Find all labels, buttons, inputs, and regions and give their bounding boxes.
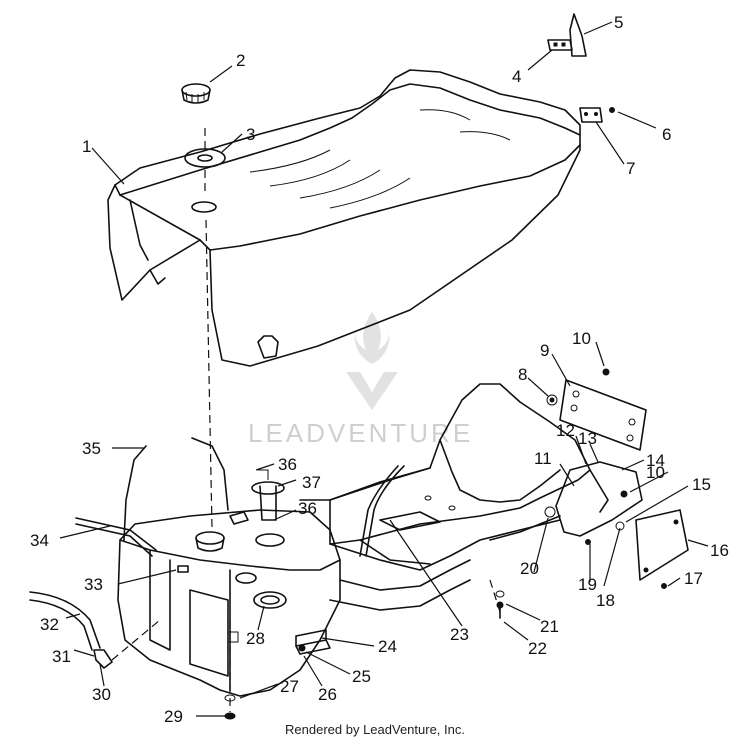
callout-20: 20 — [520, 559, 539, 578]
callout-4: 4 — [512, 67, 521, 86]
seat — [107, 69, 581, 367]
callout-5: 5 — [614, 13, 623, 32]
callout-29: 29 — [164, 707, 183, 726]
hoses — [29, 437, 405, 669]
callout-30: 30 — [92, 685, 111, 704]
callout-1: 1 — [82, 137, 91, 156]
callout-16: 16 — [710, 541, 729, 560]
callout-27: 27 — [280, 677, 299, 696]
callout-35: 35 — [82, 439, 101, 458]
callout-37: 37 — [302, 473, 321, 492]
rear-mount-brackets — [544, 368, 689, 589]
callout-28: 28 — [246, 629, 265, 648]
callout-9: 9 — [540, 341, 549, 360]
watermark-text: LEADVENTURE — [248, 418, 473, 448]
callout-25: 25 — [352, 667, 371, 686]
callout-26: 26 — [318, 685, 337, 704]
callout-14: 14 — [646, 451, 665, 470]
callout-24: 24 — [378, 637, 397, 656]
callout-34: 34 — [30, 531, 49, 550]
callout-8: 8 — [518, 365, 527, 384]
callout-18: 18 — [596, 591, 615, 610]
tank-hardware — [224, 590, 505, 720]
callout-23: 23 — [450, 625, 469, 644]
frame — [299, 383, 591, 611]
callout-32: 32 — [40, 615, 59, 634]
rear-bracket — [547, 13, 615, 123]
callout-12: 12 — [556, 421, 575, 440]
callout-36b: 36 — [298, 499, 317, 518]
fuel-cap — [181, 83, 211, 104]
callout-11: 11 — [534, 449, 552, 468]
callout-36a: 36 — [278, 455, 297, 474]
callout-17: 17 — [684, 569, 703, 588]
callout-33: 33 — [84, 575, 103, 594]
fuel-tank — [117, 509, 341, 697]
callouts: 1 2 3 4 5 6 7 8 9 10 10 11 12 13 14 15 1… — [30, 13, 729, 726]
render-credit: Rendered by LeadVenture, Inc. — [285, 722, 465, 737]
callout-21: 21 — [540, 617, 559, 636]
callout-6: 6 — [662, 125, 671, 144]
callout-22: 22 — [528, 639, 547, 658]
callout-10b: 10 — [646, 463, 665, 482]
callout-2: 2 — [236, 51, 245, 70]
callout-31: 31 — [52, 647, 71, 666]
callout-15: 15 — [692, 475, 711, 494]
callout-10a: 10 — [572, 329, 591, 348]
leadventure-watermark: LEADVENTURE — [248, 312, 473, 448]
callout-3: 3 — [246, 125, 255, 144]
leader-lines — [59, 21, 709, 717]
grommet — [184, 148, 226, 168]
callout-7: 7 — [626, 159, 635, 178]
callout-19: 19 — [578, 575, 597, 594]
fuel-sender — [229, 469, 285, 525]
callout-13: 13 — [578, 429, 597, 448]
